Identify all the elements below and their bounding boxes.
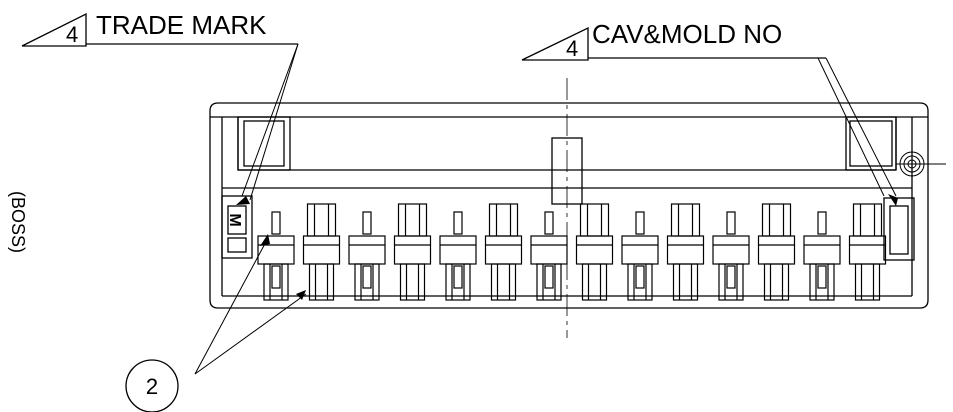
pin-lower-leg xyxy=(445,263,471,301)
leader-arrowheads xyxy=(236,194,898,300)
pin-lower-leg xyxy=(308,263,335,301)
pin-contact-post xyxy=(362,211,372,235)
pin-upper-terminal xyxy=(306,203,337,237)
pin-lower-leg xyxy=(490,263,517,301)
pin-cavity-body xyxy=(302,235,341,265)
pin-cavity-body xyxy=(439,235,477,265)
pin-lower-leg xyxy=(854,263,881,301)
trade-mark-letter: M xyxy=(226,213,243,226)
pin-upper-terminal xyxy=(670,203,701,237)
pin-contact-post xyxy=(726,211,736,235)
revision-triangle-left: 4 xyxy=(21,12,87,47)
connector-housing xyxy=(209,102,929,309)
pin-contact-post xyxy=(817,211,827,235)
pin-cavity-body xyxy=(757,235,796,265)
pin-lower-leg xyxy=(354,263,380,301)
leader-lines xyxy=(194,43,897,375)
pin-cavity-body xyxy=(848,235,887,265)
pin-contact-post xyxy=(635,211,645,235)
pin-contact-post xyxy=(271,211,281,235)
boss-symbol xyxy=(896,148,946,180)
pin-lower-leg xyxy=(672,263,699,301)
revision-triangle-right: 4 xyxy=(521,26,589,61)
pin-upper-terminal xyxy=(852,203,883,237)
balloon-number: 2 xyxy=(146,374,158,399)
trade-mark-label: TRADE MARK xyxy=(96,10,267,40)
pin-lower-leg xyxy=(763,263,790,301)
pin-cavity-body xyxy=(575,235,614,265)
pin-contact-post-lower xyxy=(453,265,463,289)
pin-contact-post-lower xyxy=(362,265,372,289)
pin-contact-post xyxy=(544,211,554,235)
pin-upper-terminal xyxy=(397,203,428,237)
pin-cavity-body xyxy=(621,235,659,265)
revision-number-right: 4 xyxy=(566,36,578,61)
pin-upper-terminal xyxy=(761,203,792,237)
pin-lower-leg xyxy=(718,263,744,301)
pin-cavity-body xyxy=(348,235,386,265)
item-balloon xyxy=(125,359,179,412)
pin-lower-leg xyxy=(581,263,608,301)
pin-upper-terminal xyxy=(488,203,519,237)
revision-number-left: 4 xyxy=(66,22,78,47)
pin-cavity-body xyxy=(257,235,295,265)
pin-contact-post-lower xyxy=(544,265,554,289)
pin-contact-post xyxy=(453,211,463,235)
pin-lower-leg xyxy=(263,263,289,301)
pin-cavity-body xyxy=(712,235,750,265)
cav-mold-box xyxy=(883,197,915,261)
trade-mark-box xyxy=(221,195,253,259)
terminal-pins xyxy=(257,203,887,301)
pin-cavity-body xyxy=(393,235,432,265)
pin-cavity-body xyxy=(666,235,705,265)
pin-lower-leg xyxy=(627,263,653,301)
boss-side-note: (BOSS) xyxy=(8,191,28,253)
pin-lower-leg xyxy=(809,263,835,301)
pin-cavity-body xyxy=(484,235,523,265)
pin-cavity-body xyxy=(530,235,568,265)
pin-contact-post-lower xyxy=(726,265,736,289)
pin-contact-post-lower xyxy=(635,265,645,289)
pin-contact-post-lower xyxy=(817,265,827,289)
cav-mold-no-label: CAV&MOLD NO xyxy=(592,19,782,49)
pin-lower-leg xyxy=(536,263,562,301)
pin-upper-terminal xyxy=(579,203,610,237)
pin-lower-leg xyxy=(399,263,426,301)
pin-cavity-body xyxy=(803,235,841,265)
pin-contact-post-lower xyxy=(271,265,281,289)
